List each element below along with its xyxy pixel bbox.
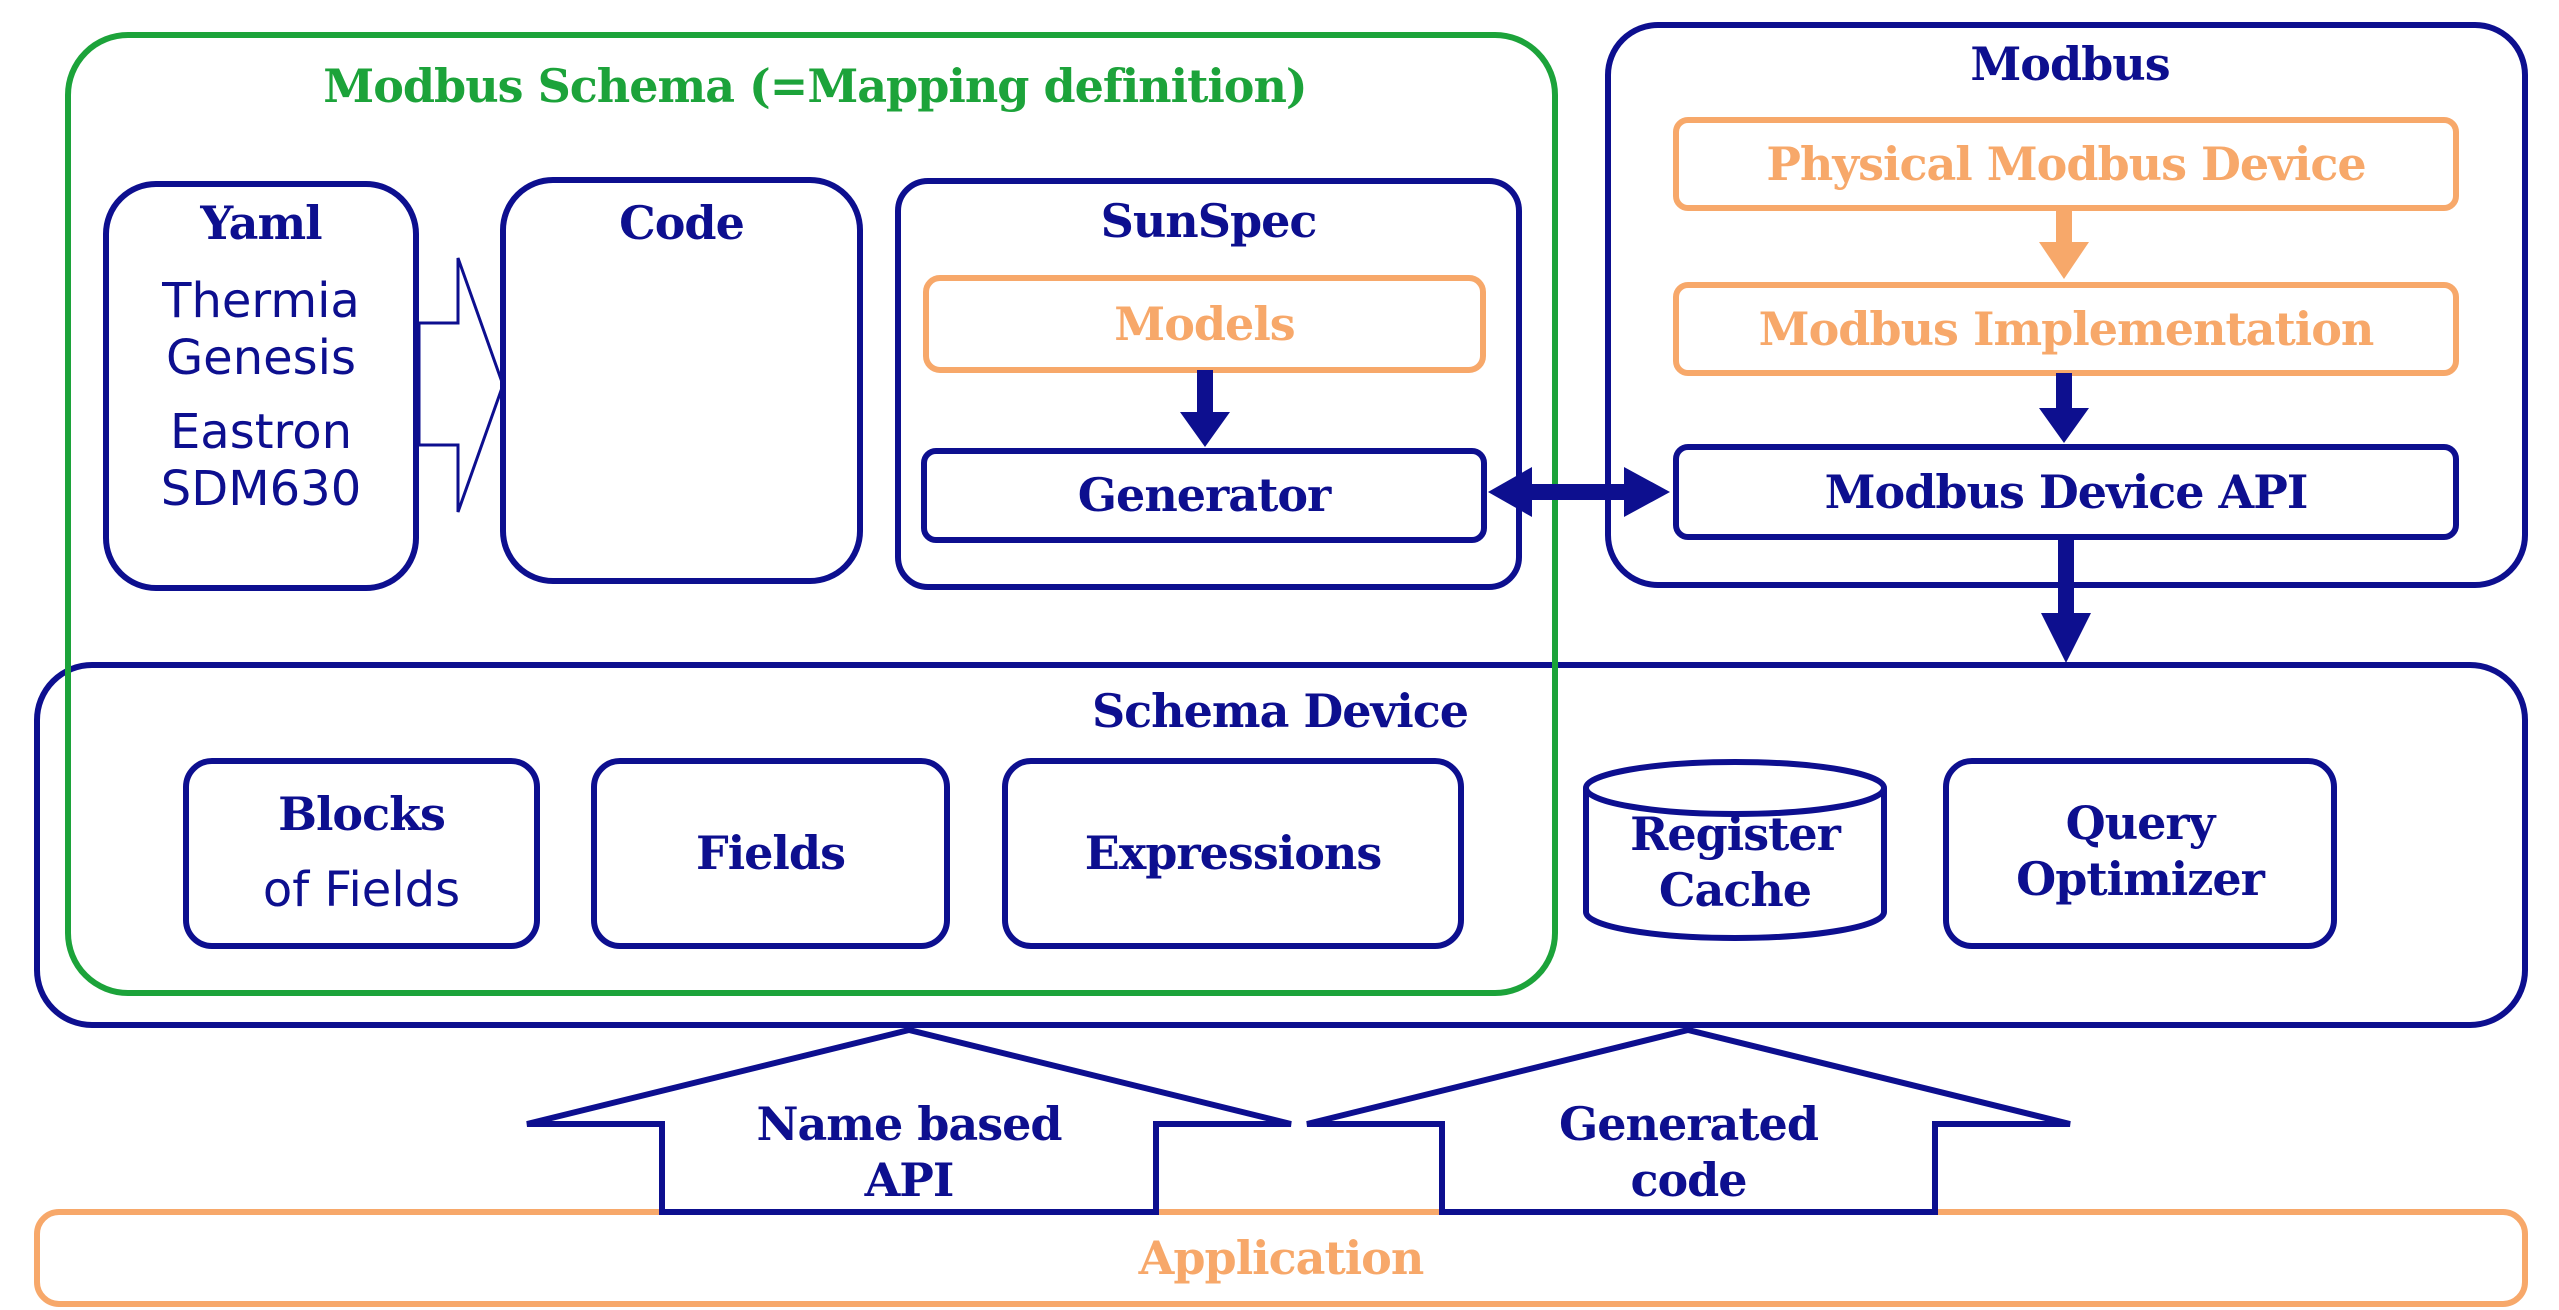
- models-to-generator-arrowhead: [1180, 412, 1230, 447]
- implementation-to-api-arrowhead: [2039, 408, 2089, 443]
- schema-device-title: Schema Device: [1091, 684, 1469, 738]
- yaml-line-eastron: Eastron: [169, 404, 353, 460]
- application-box: [34, 1209, 2528, 1307]
- bidirectional-arrow-shaft: [1530, 484, 1626, 500]
- expressions-label: Expressions: [1084, 826, 1382, 880]
- generator-label: Generator: [1077, 468, 1331, 522]
- register-cache-cylinder: [1583, 788, 1887, 941]
- yaml-to-code-arrow: [417, 257, 505, 513]
- physical-arrow-shaft: [2056, 208, 2072, 244]
- fields-label: Fields: [696, 826, 846, 880]
- modbus-title: Modbus: [1970, 37, 2170, 91]
- modbus-schema-box: [65, 32, 1558, 996]
- register-cache-top: [1583, 759, 1887, 817]
- name-based-api-arrow: [526, 1026, 1292, 1215]
- blocks-box: [183, 758, 540, 949]
- expressions-box: [1002, 758, 1464, 949]
- implementation-label: Modbus Implementation: [1758, 302, 2375, 356]
- modbus-schema-title: Modbus Schema (=Mapping definition): [323, 59, 1307, 113]
- sunspec-title: SunSpec: [1100, 194, 1318, 248]
- yaml-line-genesis: Genesis: [165, 330, 357, 386]
- code-title: Code: [619, 196, 745, 250]
- device-api-label: Modbus Device API: [1824, 465, 2309, 519]
- generated-code-label-1: Generated: [1559, 1097, 1819, 1151]
- bidirectional-arrowhead-left: [1488, 467, 1532, 517]
- physical-to-implementation-arrowhead: [2039, 242, 2089, 279]
- code-box: [500, 177, 863, 584]
- generated-code-arrow: [1306, 1026, 2071, 1215]
- api-arrow-shaft: [2058, 537, 2074, 615]
- schema-device-box: [34, 662, 2528, 1028]
- query-optimizer-label-1: Query: [2065, 796, 2216, 850]
- register-cache-label-1: Register: [1630, 807, 1841, 861]
- query-optimizer-label-2: Optimizer: [2016, 852, 2265, 906]
- query-optimizer-box: [1943, 758, 2337, 949]
- blocks-label: Blocks: [278, 787, 446, 841]
- sunspec-box: [895, 178, 1522, 590]
- generated-code-label-2: code: [1630, 1153, 1747, 1207]
- physical-device-label: Physical Modbus Device: [1766, 137, 2366, 191]
- bidirectional-arrowhead-right: [1624, 467, 1670, 517]
- name-based-api-label-2: API: [864, 1153, 955, 1207]
- models-label: Models: [1114, 297, 1295, 351]
- fields-box: [591, 758, 950, 949]
- register-cache-label-2: Cache: [1658, 863, 1812, 917]
- blocks-sublabel: of Fields: [262, 862, 461, 918]
- yaml-line-sdm630: SDM630: [160, 461, 362, 517]
- yaml-title: Yaml: [200, 196, 322, 250]
- yaml-box: [103, 181, 419, 591]
- name-based-api-label-1: Name based: [756, 1097, 1062, 1151]
- yaml-line-thermia: Thermia: [162, 273, 360, 329]
- application-label: Application: [1138, 1231, 1425, 1285]
- generator-box: [921, 448, 1487, 543]
- implementation-arrow-shaft: [2056, 373, 2072, 409]
- models-arrow-shaft: [1197, 370, 1213, 414]
- api-to-schema-device-arrowhead: [2041, 613, 2091, 663]
